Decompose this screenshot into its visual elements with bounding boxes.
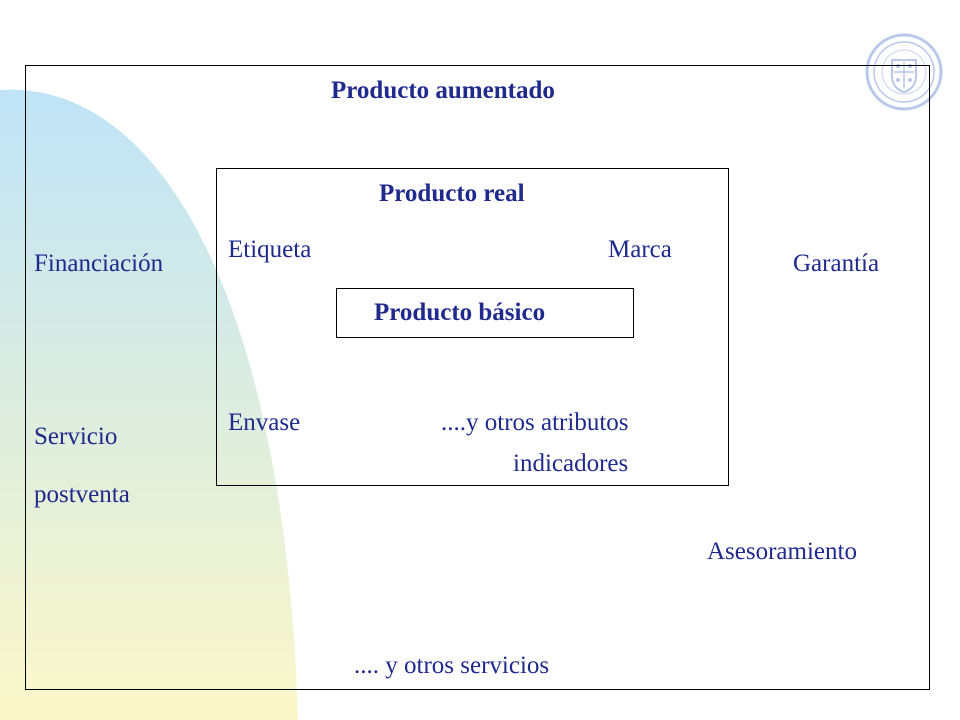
producto-aumentado-box [25,65,930,690]
label-otros-servicios: .... y otros servicios [354,652,550,679]
producto-real-title: Producto real [379,180,525,207]
producto-basico-title: Producto básico [374,299,546,326]
university-seal-icon [865,33,943,111]
producto-real-box [216,168,729,486]
label-garantia: Garantía [793,250,880,277]
label-asesoramiento: Asesoramiento [707,538,857,565]
label-postventa: postventa [34,481,130,508]
label-indicadores: indicadores [513,450,629,477]
label-etiqueta: Etiqueta [228,236,312,263]
label-otros-atributos: ....y otros atributos [441,409,629,436]
label-envase: Envase [228,409,301,436]
producto-basico-box [336,288,634,338]
label-servicio: Servicio [34,423,118,450]
label-marca: Marca [608,236,672,263]
producto-aumentado-title: Producto aumentado [331,77,555,104]
label-financiacion: Financiación [34,250,164,277]
